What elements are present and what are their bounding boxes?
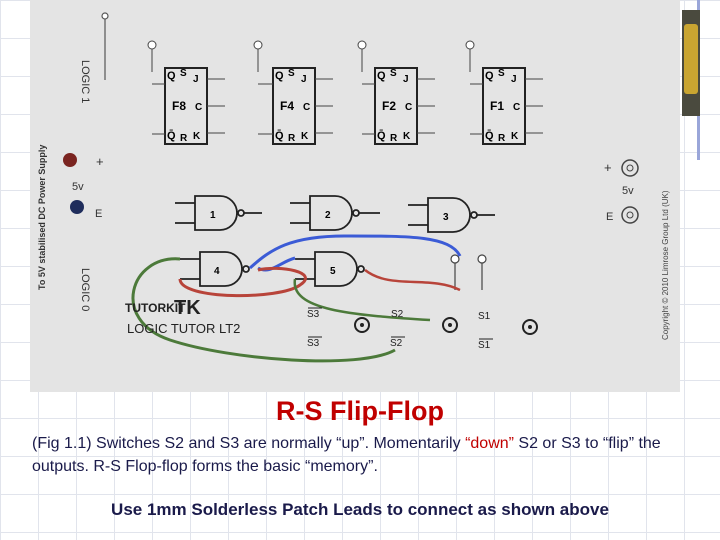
svg-text:S3: S3 <box>307 309 320 320</box>
svg-text:S: S <box>180 68 187 79</box>
flipflop-f2-label: F2 <box>382 99 396 113</box>
svg-text:C: C <box>513 102 520 113</box>
plus-terminal-right[interactable] <box>621 159 639 177</box>
flipflop-f8: Q S J F8 C Q̄ R K <box>147 40 225 145</box>
slide-title: R-S Flip-Flop <box>276 396 444 426</box>
svg-text:S2: S2 <box>391 309 404 320</box>
nand-gate-2 <box>290 195 380 231</box>
svg-text:Q̄: Q̄ <box>167 130 176 142</box>
svg-text:S: S <box>498 68 505 79</box>
svg-text:K: K <box>403 131 411 142</box>
product-name: LOGIC TUTOR LT2 <box>127 321 240 336</box>
svg-text:C: C <box>405 102 412 113</box>
red-patch-lead <box>178 266 307 298</box>
svg-text:S2: S2 <box>390 338 403 349</box>
plus-terminal-left[interactable] <box>63 153 77 167</box>
svg-text:K: K <box>193 131 201 142</box>
svg-text:Q: Q <box>377 70 386 82</box>
svg-text:Q̄: Q̄ <box>377 130 386 142</box>
svg-text:J: J <box>301 74 307 85</box>
earth-terminal-right[interactable] <box>621 206 639 224</box>
svg-text:R: R <box>288 133 296 144</box>
gate-3-label: 3 <box>443 212 449 223</box>
nand-gate-1 <box>175 195 262 231</box>
corner-logo <box>684 24 698 94</box>
patch-lead-instruction: Use 1mm Solderless Patch Leads to connec… <box>111 500 609 519</box>
svg-text:R: R <box>390 133 398 144</box>
earth-label-right: E <box>606 211 613 223</box>
green-patch-lead-2 <box>293 278 431 322</box>
earth-terminal-left[interactable] <box>70 200 84 214</box>
svg-text:R: R <box>180 133 188 144</box>
caption-part-1: (Fig 1.1) Switches S2 and S3 are normall… <box>32 435 466 452</box>
logic0-label: LOGIC 0 <box>79 268 91 311</box>
svg-text:Q̄: Q̄ <box>485 130 494 142</box>
svg-text:S1: S1 <box>478 340 491 351</box>
plus-label-right: + <box>604 160 612 175</box>
gate-1-label: 1 <box>210 210 216 221</box>
svg-text:J: J <box>511 74 517 85</box>
svg-text:K: K <box>511 131 519 142</box>
flipflop-f2: Q S J F2 C Q̄ R K <box>357 40 435 145</box>
plus-label-left: + <box>96 154 104 169</box>
gate-2-label: 2 <box>325 210 331 221</box>
svg-text:Q̄: Q̄ <box>275 130 284 142</box>
red-patch-lead-2 <box>364 269 461 292</box>
flipflop-f4-label: F4 <box>280 99 294 113</box>
supply-label: To 5V stabilised DC Power Supply <box>37 145 47 290</box>
svg-text:J: J <box>193 74 199 85</box>
brand-mark: TK <box>174 297 201 319</box>
svg-text:J: J <box>403 74 409 85</box>
svg-text:S: S <box>390 68 397 79</box>
caption-highlight: “down” <box>465 435 514 452</box>
svg-text:Q: Q <box>485 70 494 82</box>
corner-photo-strip <box>682 10 700 116</box>
nand-gate-3 <box>408 197 495 233</box>
volts-label-left: 5v <box>72 181 84 193</box>
switch-s3[interactable]: S3 S3 <box>307 307 370 349</box>
board-diagram: LOGIC 1 LOGIC 0 To 5V stabilised DC Powe… <box>37 12 670 363</box>
blue-patch-lead <box>248 234 462 270</box>
caption-part-2: S2 or S3 to “flip” the outputs. R-S Flop… <box>32 435 661 475</box>
figure-caption: (Fig 1.1) Switches S2 and S3 are normall… <box>32 432 692 478</box>
gate-4-label: 4 <box>214 266 220 277</box>
output-pins <box>450 254 487 290</box>
flipflop-f1: Q S J F1 C Q̄ R K <box>465 40 543 145</box>
logic1-label: LOGIC 1 <box>79 60 91 103</box>
svg-text:C: C <box>303 102 310 113</box>
nand-gate-4 <box>180 251 250 287</box>
svg-text:K: K <box>301 131 309 142</box>
brand-name: TUTORKIT <box>125 301 186 315</box>
gate-5-label: 5 <box>330 266 336 277</box>
flipflop-f8-label: F8 <box>172 99 186 113</box>
green-patch-lead <box>131 257 396 363</box>
logic-tutor-board-photo: LOGIC 1 LOGIC 0 To 5V stabilised DC Powe… <box>30 0 680 392</box>
svg-text:R: R <box>498 133 506 144</box>
flipflop-f4: Q S J F4 C Q̄ R K <box>253 40 333 145</box>
switch-s1[interactable]: S1 S1 <box>478 311 538 351</box>
copyright-label: Copyright © 2010 Limrose Group Ltd (UK) <box>661 190 670 340</box>
logic1-pins <box>101 12 109 80</box>
earth-label-left: E <box>95 208 102 220</box>
svg-text:Q: Q <box>167 70 176 82</box>
svg-text:S1: S1 <box>478 311 491 322</box>
svg-text:S: S <box>288 68 295 79</box>
flipflop-f1-label: F1 <box>490 99 504 113</box>
volts-label-right: 5v <box>622 185 634 197</box>
switch-s2[interactable]: S2 S2 <box>390 309 458 349</box>
svg-text:S3: S3 <box>307 338 320 349</box>
svg-text:C: C <box>195 102 202 113</box>
svg-text:Q: Q <box>275 70 284 82</box>
